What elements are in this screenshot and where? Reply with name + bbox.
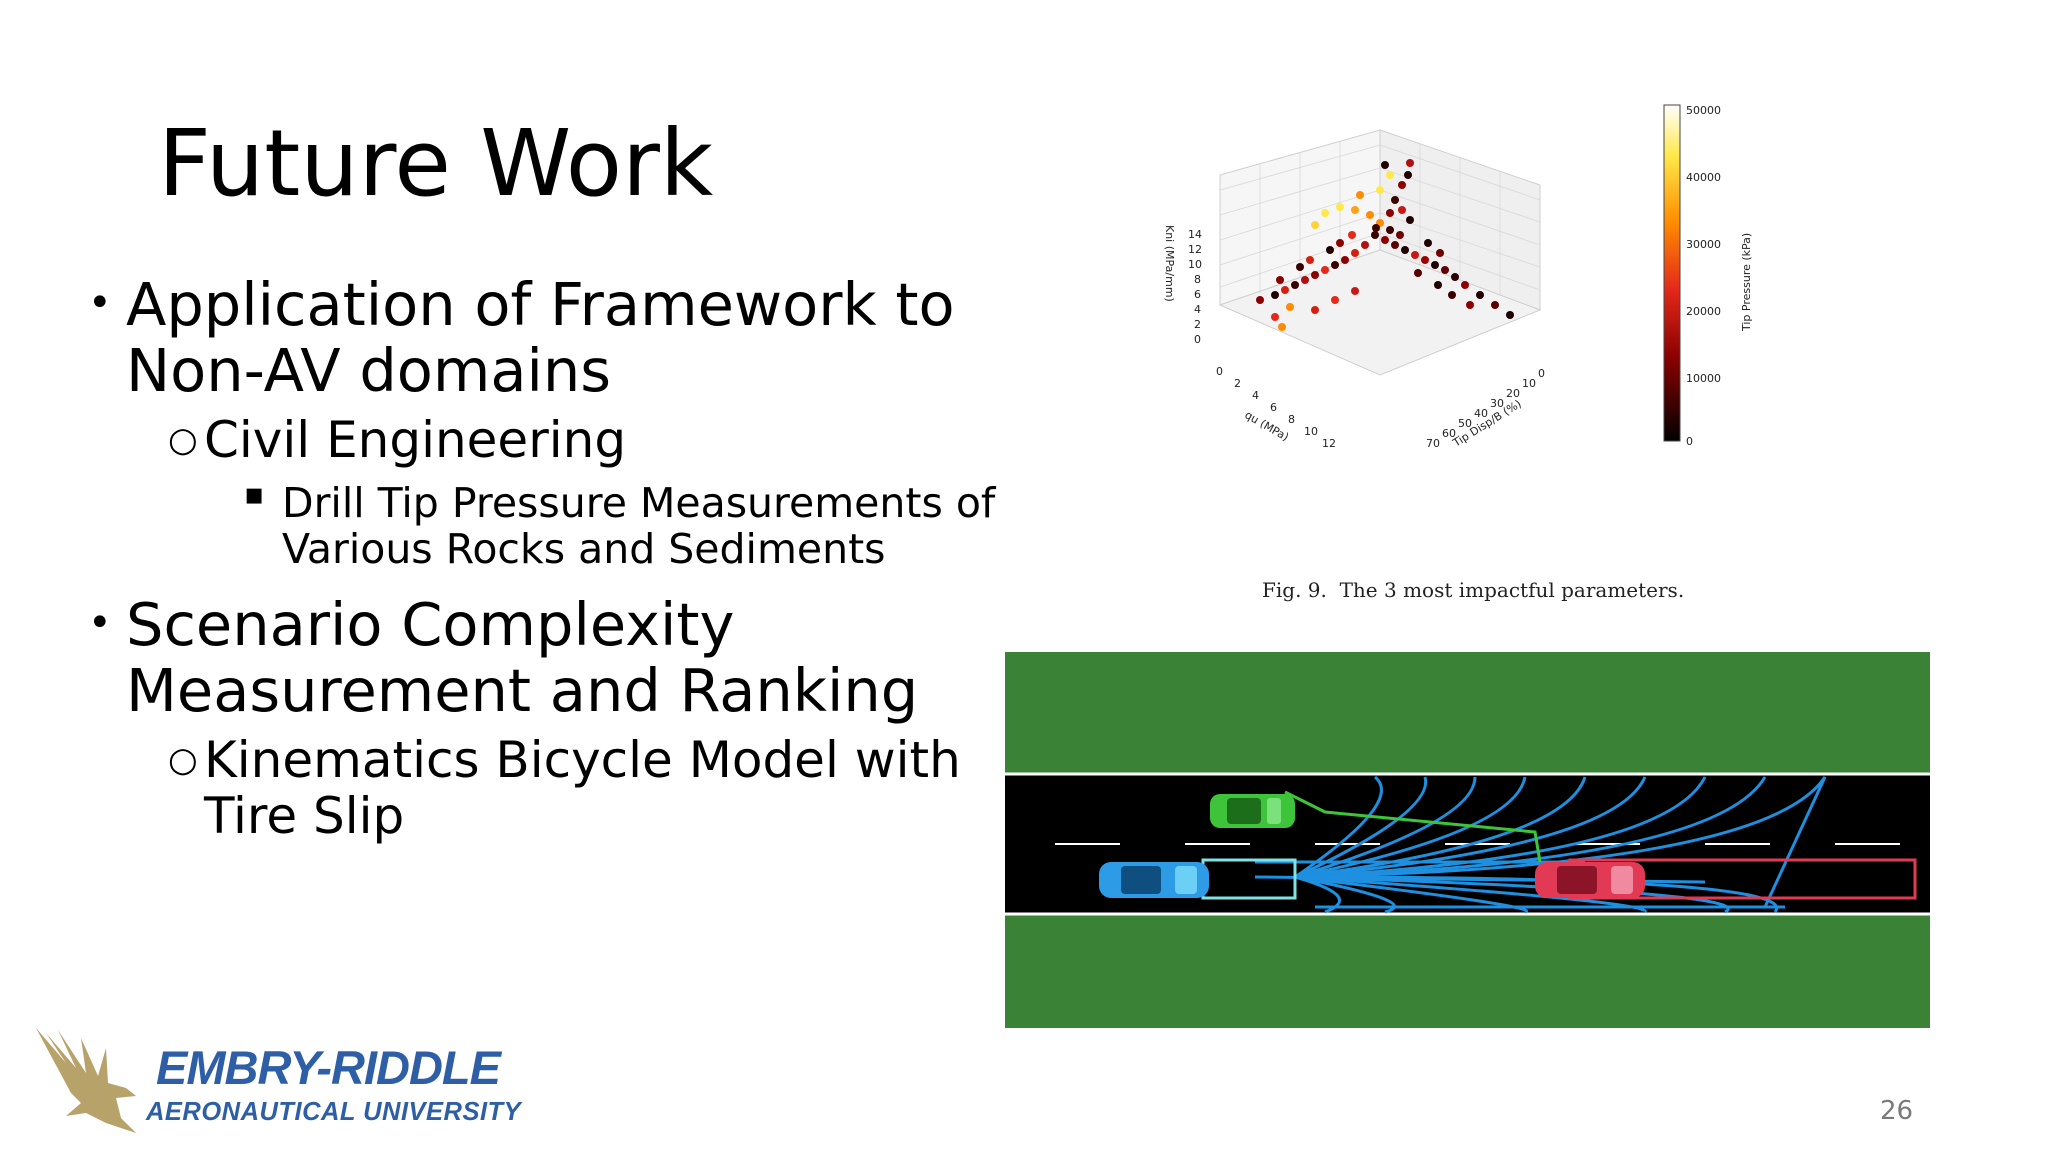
y-tick: 10 [1522, 377, 1536, 390]
x-tick: 12 [1322, 437, 1336, 450]
z-tick: 14 [1188, 228, 1202, 241]
colorbar-tick: 20000 [1686, 305, 1721, 318]
eagle-icon [36, 1028, 136, 1133]
bullet-marker: • [88, 600, 112, 646]
logo-subtitle: AERONAUTICAL UNIVERSITY [146, 1098, 522, 1126]
colorbar: 50000 40000 30000 20000 10000 0 Tip Pres… [1663, 104, 1753, 448]
bullet-marker: ○ [168, 420, 198, 460]
scatter-3d-figure: 0 2 4 6 8 10 12 14 Kni (MPa/mm) 0 2 4 6 … [1163, 104, 1753, 450]
bullet-list: • Application of Framework to Non-AV dom… [84, 272, 1024, 856]
green-car-path [1284, 790, 1542, 863]
road-scenario-figure [1005, 652, 1930, 1028]
logo-name: EMBRY-RIDDLE [156, 1041, 501, 1094]
bullet-text: Civil Engineering [204, 411, 627, 469]
colorbar-label: Tip Pressure (kPa) [1740, 233, 1753, 332]
x-tick: 10 [1304, 425, 1318, 438]
y-tick: 70 [1426, 437, 1440, 450]
x-axis-label: qu (MPa) [1243, 408, 1291, 443]
z-axis-label: Kni (MPa/mm) [1163, 225, 1176, 302]
colorbar-tick: 40000 [1686, 171, 1721, 184]
axes-panes [1218, 129, 1542, 376]
bullet-text: Scenario Complexity Measurement and Rank… [126, 590, 919, 725]
x-tick: 0 [1216, 365, 1223, 378]
z-tick: 0 [1194, 333, 1201, 346]
bullet-marker: • [88, 280, 112, 326]
x-axis: 0 2 4 6 8 10 12 qu (MPa) [1216, 365, 1336, 450]
y-tick: 50 [1458, 417, 1472, 430]
colorbar-tick: 50000 [1686, 104, 1721, 117]
z-tick: 10 [1188, 258, 1202, 271]
bullet-marker: ○ [168, 740, 198, 780]
x-tick: 6 [1270, 401, 1277, 414]
bullet-text: Drill Tip Pressure Measurements of Vario… [282, 479, 996, 573]
scatter-points [1256, 159, 1514, 331]
colorbar-tick: 30000 [1686, 238, 1721, 251]
y-tick: 60 [1442, 427, 1456, 440]
red-car [1535, 862, 1645, 898]
university-logo: EMBRY-RIDDLE AERONAUTICAL UNIVERSITY [26, 1018, 586, 1138]
x-tick: 2 [1234, 377, 1241, 390]
green-car [1210, 794, 1295, 828]
x-tick: 8 [1288, 413, 1295, 426]
z-tick: 8 [1194, 273, 1201, 286]
z-tick: 2 [1194, 318, 1201, 331]
bullet-level2: ○ Civil Engineering [84, 412, 1024, 468]
bullet-level1: • Application of Framework to Non-AV dom… [84, 272, 1024, 404]
y-tick: 20 [1506, 387, 1520, 400]
colorbar-tick: 0 [1686, 435, 1693, 448]
z-tick: 6 [1194, 288, 1201, 301]
z-tick: 12 [1188, 243, 1202, 256]
bullet-level1: • Scenario Complexity Measurement and Ra… [84, 592, 1024, 724]
y-axis: 0 10 20 30 40 50 60 70 Tip Disp/B (%) [1426, 367, 1545, 450]
bullet-marker: ▪ [244, 477, 265, 512]
colorbar-tick: 10000 [1686, 372, 1721, 385]
z-tick: 4 [1194, 303, 1201, 316]
y-tick: 0 [1538, 367, 1545, 380]
bullet-text: Application of Framework to Non-AV domai… [126, 270, 955, 405]
trajectory-fan [1254, 775, 1827, 914]
bullet-level3: ▪ Drill Tip Pressure Measurements of Var… [84, 477, 1024, 573]
z-axis: 0 2 4 6 8 10 12 14 Kni (MPa/mm) [1163, 225, 1202, 346]
y-tick: 40 [1474, 407, 1488, 420]
bullet-text: Kinematics Bicycle Model with Tire Slip [204, 731, 961, 845]
page-number: 26 [1880, 1096, 1914, 1126]
blue-car [1099, 862, 1209, 898]
bullet-level2: ○ Kinematics Bicycle Model with Tire Sli… [84, 732, 1024, 844]
figure-caption: Fig. 9. The 3 most impactful parameters. [1262, 578, 1685, 602]
slide-title: Future Work [158, 110, 714, 217]
x-tick: 4 [1252, 389, 1259, 402]
y-tick: 30 [1490, 397, 1504, 410]
